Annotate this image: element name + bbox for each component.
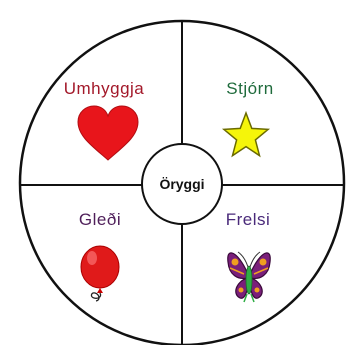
quadrant-label-frelsi: Frelsi <box>226 210 271 229</box>
quadrant-label-gledi: Gleði <box>79 210 121 229</box>
center-label: Öryggi <box>159 176 204 192</box>
quadrant-label-umhyggja: Umhyggja <box>64 79 145 98</box>
quadrant-label-stjorn: Stjórn <box>226 79 273 98</box>
